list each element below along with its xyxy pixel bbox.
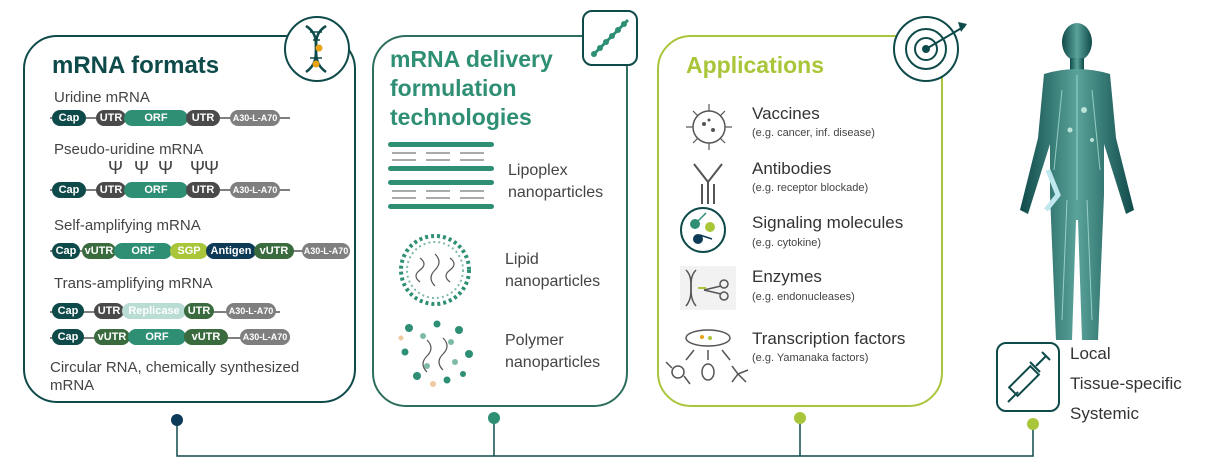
pseudo-utr3: UTR xyxy=(186,182,220,198)
formats-title: mRNA formats xyxy=(52,52,220,79)
pseudo-label: Pseudo-uridine mRNA xyxy=(54,141,204,158)
signaling-icon xyxy=(680,207,726,253)
lipoplex-label: Lipoplex nanoparticles xyxy=(508,162,604,201)
app-name-enzymes: Enzymes xyxy=(752,267,822,286)
app-name-signaling: Signaling molecules xyxy=(752,213,904,232)
target-icon xyxy=(893,16,967,82)
trans-amp-vutr5: vUTR xyxy=(94,329,130,345)
delivery-panel xyxy=(372,35,628,407)
self-amp-orf: ORF xyxy=(114,243,172,259)
virus-icon xyxy=(686,104,732,150)
route-local: Local xyxy=(1070,344,1111,363)
trans-amp-orf: ORF xyxy=(128,329,186,345)
trans-amp-utr3: UTR xyxy=(184,303,214,319)
circular-label: Circular RNA, chemically synthesized xyxy=(50,359,300,376)
app-sub-vaccines: (e.g. cancer, inf. disease) xyxy=(752,127,875,139)
lipid-label: Lipid nanoparticles xyxy=(505,251,601,290)
transcription-factor-icon xyxy=(665,329,749,385)
self-amp-vutr3: vUTR xyxy=(254,243,294,259)
route-tissue-specific: Tissue-specific xyxy=(1070,374,1182,393)
self-amp-vutr5: vUTR xyxy=(82,243,116,259)
lipid-nanoparticle-icon xyxy=(399,234,471,306)
trans-amp-utr5: UTR xyxy=(94,303,124,319)
trans-amp-vutr3: vUTR xyxy=(184,329,228,345)
lipoplex-icon xyxy=(388,142,494,209)
self-amp-cap: Cap xyxy=(52,243,80,259)
self-amp-label: Self-amplifying mRNA xyxy=(54,217,201,234)
app-sub-transcription: (e.g. Yamanaka factors) xyxy=(752,352,869,364)
route-systemic: Systemic xyxy=(1070,404,1139,423)
applications-panel xyxy=(657,35,943,407)
trans-amp-replicase: Replicase xyxy=(122,303,186,319)
pseudo-orf: ORF xyxy=(124,182,188,198)
trans-amp-cap1: Cap xyxy=(52,303,84,319)
uridine-tail: A30-L-A70 xyxy=(230,110,280,126)
antibody-icon xyxy=(693,163,723,204)
pseudo-cap: Cap xyxy=(52,182,86,198)
polymer-nanoparticle-icon xyxy=(398,320,473,387)
self-amp-antigen: Antigen xyxy=(206,243,256,259)
trans-amp-cap2: Cap xyxy=(52,329,84,345)
delivery-title: mRNA delivery formulation technologies xyxy=(390,46,553,130)
app-sub-signaling: (e.g. cytokine) xyxy=(752,237,822,249)
uridine-utr3: UTR xyxy=(186,110,220,126)
app-sub-enzymes: (e.g. endonucleases) xyxy=(752,291,855,303)
uridine-cap: Cap xyxy=(52,110,86,126)
pseudo-tail: A30-L-A70 xyxy=(230,182,280,198)
self-amp-tail: A30-L-A70 xyxy=(302,243,350,259)
pseudo-utr5: UTR xyxy=(96,182,126,198)
trans-amp-tail2: A30-L-A70 xyxy=(240,329,290,345)
applications-title: Applications xyxy=(686,52,825,78)
enzyme-scissors-icon xyxy=(680,266,736,310)
uridine-orf: ORF xyxy=(124,110,188,126)
trans-amp-tail1: A30-L-A70 xyxy=(226,303,276,319)
self-amp-sgp: SGP xyxy=(170,243,208,259)
syringe-icon[interactable] xyxy=(996,342,1060,412)
lipid-bilayer-icon xyxy=(582,10,638,66)
app-name-transcription: Transcription factors xyxy=(752,329,906,348)
circular-label-2: mRNA xyxy=(50,377,95,394)
polymer-label: Polymer nanoparticles xyxy=(505,332,601,371)
trans-amp-label: Trans-amplifying mRNA xyxy=(54,275,213,292)
dna-helix-icon xyxy=(284,16,350,82)
uridine-utr5: UTR xyxy=(96,110,126,126)
human-body-illustration xyxy=(1020,23,1134,340)
app-name-vaccines: Vaccines xyxy=(752,104,820,123)
uridine-label: Uridine mRNA xyxy=(54,89,150,106)
app-sub-antibodies: (e.g. receptor blockade) xyxy=(752,182,869,194)
app-name-antibodies: Antibodies xyxy=(752,159,832,178)
